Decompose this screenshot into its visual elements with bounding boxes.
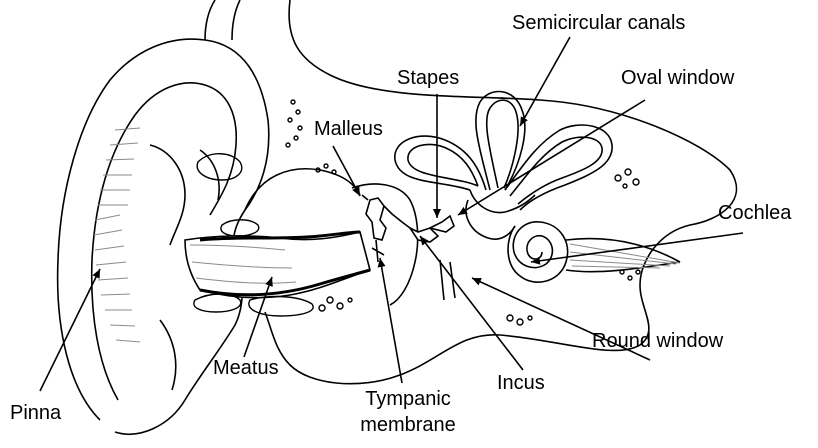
- leader-oval-window: [458, 100, 645, 215]
- label-round-window: Round window: [592, 330, 723, 352]
- label-malleus: Malleus: [314, 118, 383, 140]
- label-semicircular-canals: Semicircular canals: [512, 12, 685, 34]
- leader-semicircular-canals: [520, 37, 570, 126]
- label-pinna: Pinna: [10, 402, 61, 424]
- leader-pinna: [40, 269, 100, 391]
- label-stapes: Stapes: [397, 67, 459, 89]
- semicircular-canals-shape: [395, 92, 612, 213]
- label-cochlea: Cochlea: [718, 202, 791, 224]
- leader-malleus: [333, 146, 360, 196]
- leader-tympanic-membrane: [380, 258, 402, 383]
- leader-incus: [420, 236, 523, 370]
- label-tympanic-line2: membrane: [352, 414, 464, 436]
- label-tympanic-membrane: Tympanic membrane: [352, 388, 464, 436]
- leader-cochlea: [531, 233, 743, 262]
- middle-ear: [352, 184, 455, 305]
- label-oval-window: Oval window: [621, 67, 734, 89]
- label-tympanic-line1: Tympanic: [352, 388, 464, 410]
- pinna-shading: [94, 128, 140, 342]
- label-incus: Incus: [497, 372, 545, 394]
- meatus-canal: [185, 232, 370, 298]
- label-meatus: Meatus: [213, 357, 279, 379]
